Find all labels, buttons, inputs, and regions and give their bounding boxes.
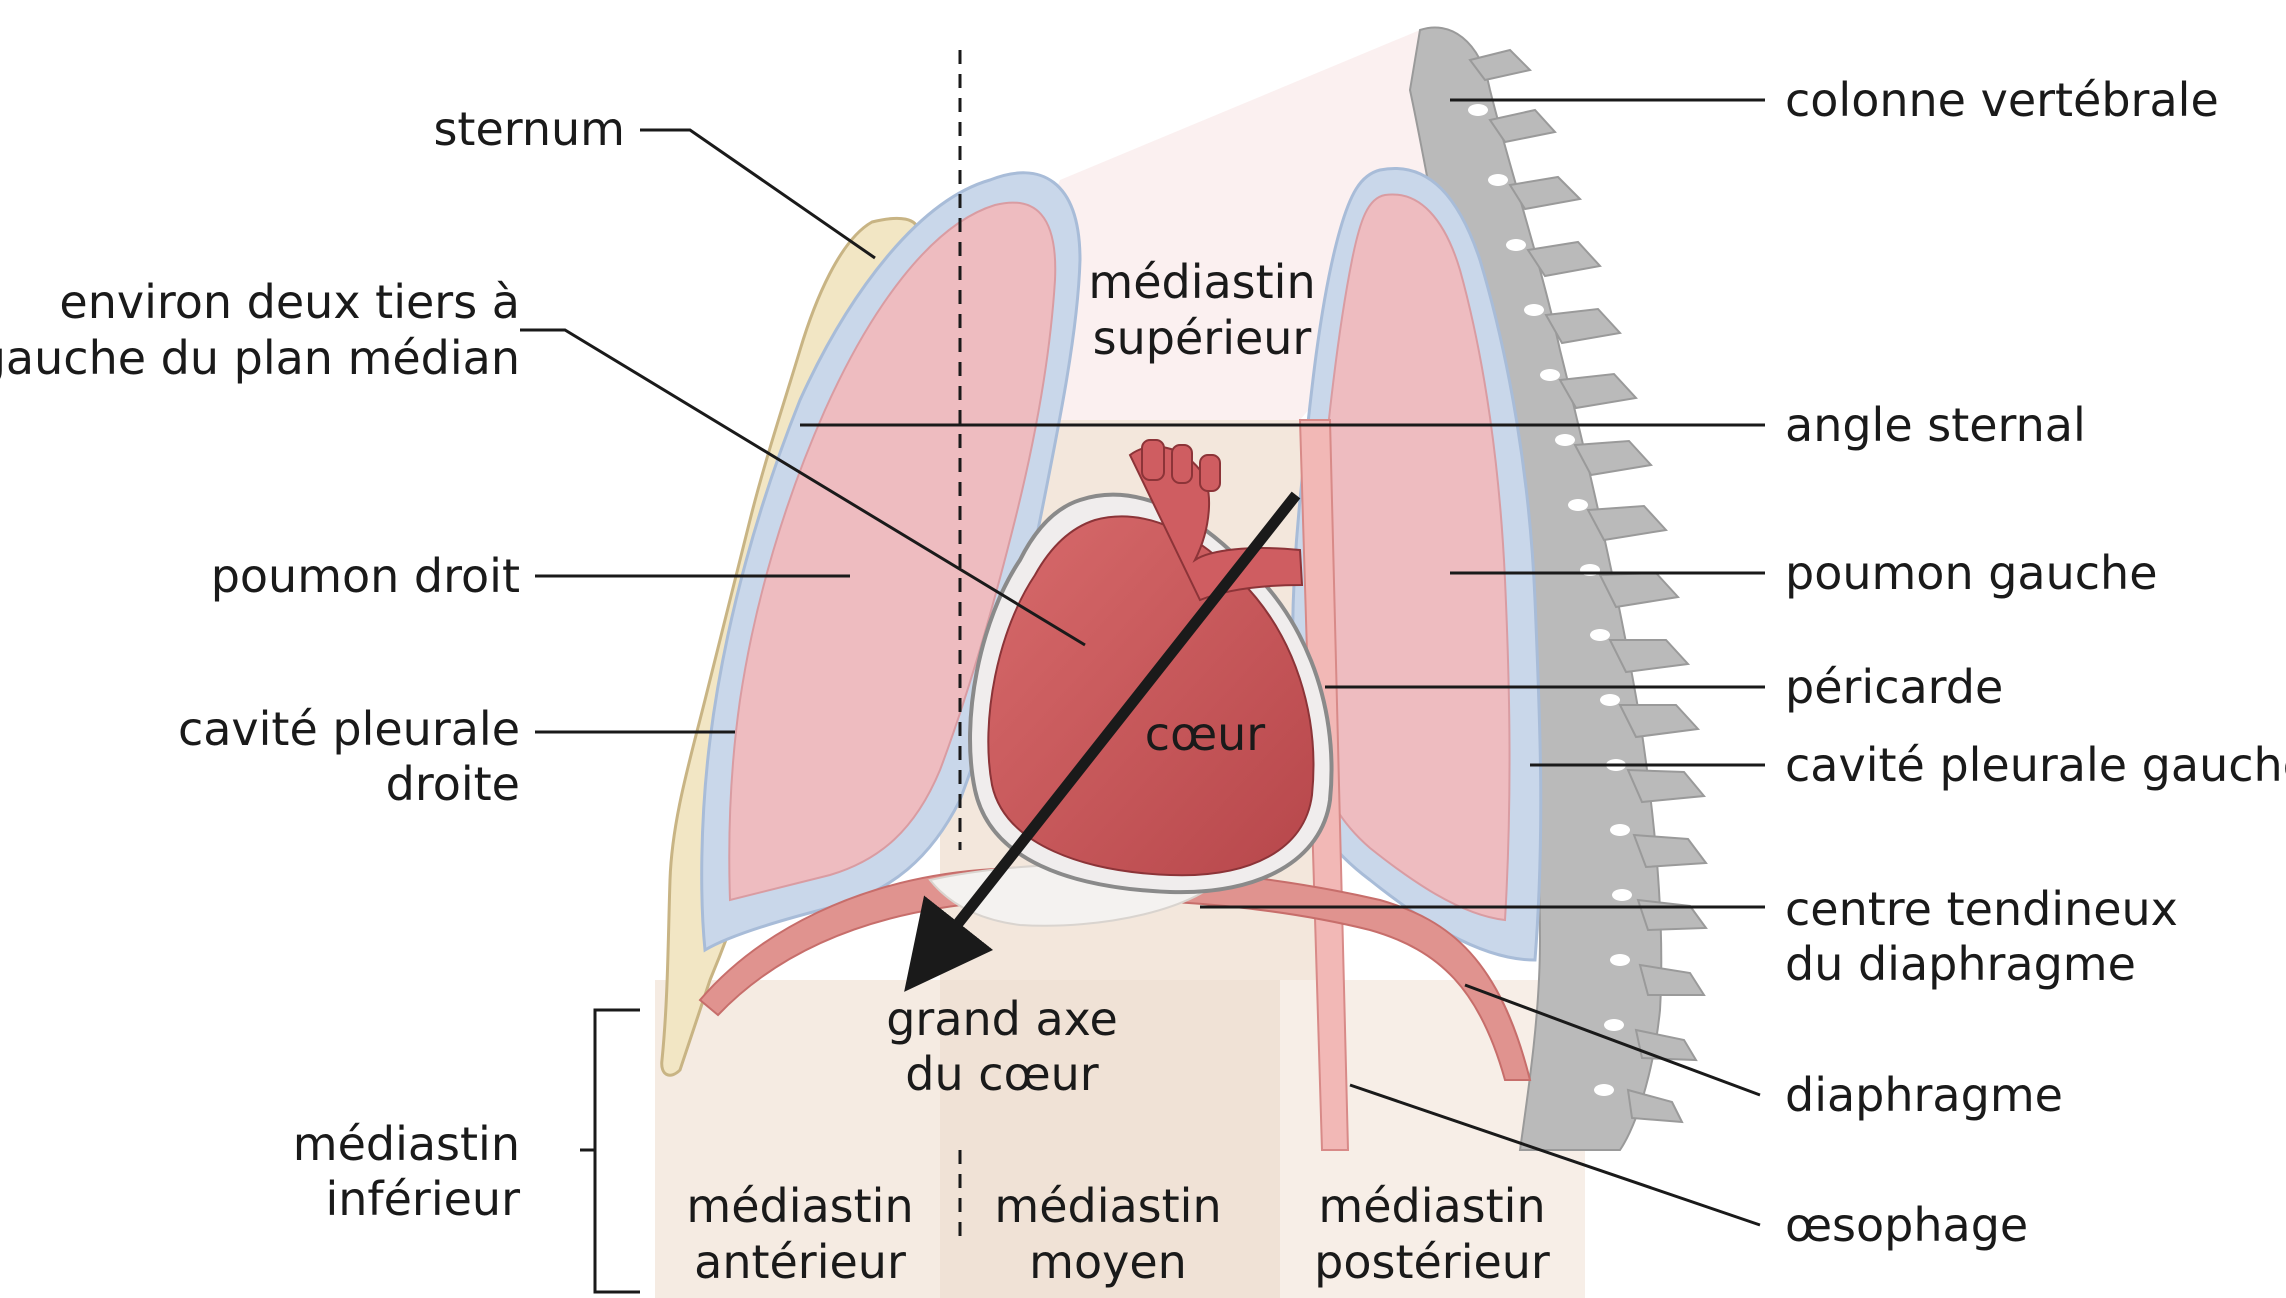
leader-oesophage <box>1349 1083 1761 1227</box>
label-med-posterieur-1: médiastin <box>1318 1179 1545 1233</box>
bracket-mediastin-inferieur <box>593 1008 640 1294</box>
label-med-anterieur-2: antérieur <box>694 1235 906 1289</box>
label-angle-sternal: angle sternal <box>1785 398 2086 452</box>
label-sternum: sternum <box>433 102 625 156</box>
label-coeur: cœur <box>1145 707 1266 761</box>
left-lung <box>1311 193 1511 922</box>
label-centre-tendineux-2: du diaphragme <box>1785 937 2136 991</box>
heart-long-axis-arrow <box>904 491 1301 992</box>
label-med-moyen-2: moyen <box>1029 1235 1187 1289</box>
leader-sternum <box>640 128 876 260</box>
label-deux-tiers-1: environ deux tiers à <box>59 275 520 329</box>
leader-lines <box>520 98 1765 1294</box>
label-med-superieur-1: médiastin <box>1088 255 1315 309</box>
labels: sternum environ deux tiers à gauche du p… <box>0 73 2286 1289</box>
label-oesophage: œsophage <box>1785 1198 2028 1252</box>
label-med-superieur-2: supérieur <box>1093 311 1312 365</box>
label-med-posterieur-2: postérieur <box>1314 1235 1550 1289</box>
label-cavite-droite-1: cavité pleurale <box>178 702 520 756</box>
vertebral-discs <box>1468 104 1632 1096</box>
label-cavite-gauche: cavité pleurale gauche <box>1785 738 2286 792</box>
label-poumon-droit: poumon droit <box>211 549 520 603</box>
label-med-inferieur-1: médiastin <box>293 1117 520 1171</box>
right-lung <box>728 201 1057 902</box>
label-colonne: colonne vertébrale <box>1785 73 2219 127</box>
anterior-mediastinum-region <box>655 980 940 1298</box>
label-poumon-gauche: poumon gauche <box>1785 546 2158 600</box>
middle-mediastinum-region <box>940 980 1280 1298</box>
aortic-branches <box>1141 439 1221 492</box>
label-grand-axe-2: du cœur <box>905 1047 1098 1101</box>
label-diaphragme: diaphragme <box>1785 1068 2063 1122</box>
label-med-inferieur-2: inférieur <box>326 1172 521 1226</box>
label-deux-tiers-2: gauche du plan médian <box>0 331 520 385</box>
vertebral-processes <box>1468 48 1708 1124</box>
label-pericarde: péricarde <box>1785 660 2003 714</box>
label-med-moyen-1: médiastin <box>994 1179 1221 1233</box>
label-med-anterieur-1: médiastin <box>686 1179 913 1233</box>
leader-deux-tiers <box>520 328 1086 647</box>
label-centre-tendineux-1: centre tendineux <box>1785 882 2178 936</box>
label-cavite-droite-2: droite <box>386 757 520 811</box>
label-grand-axe-1: grand axe <box>886 992 1118 1046</box>
leader-diaphragme <box>1464 983 1761 1097</box>
